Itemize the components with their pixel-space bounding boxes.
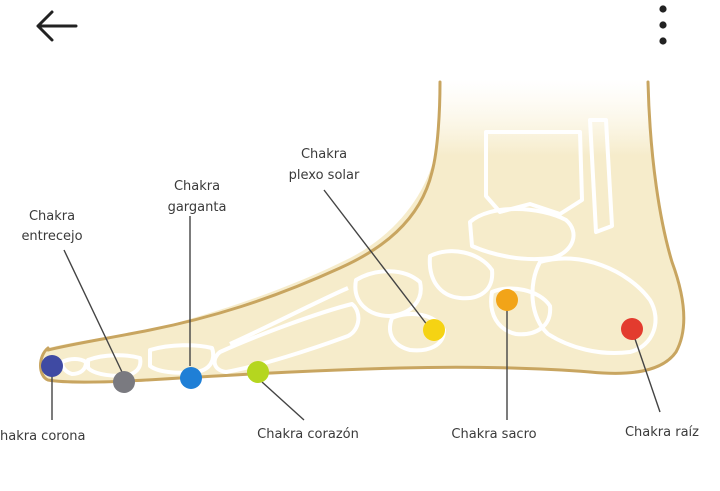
label-raiz: Chakra raíz [625, 425, 699, 440]
label-corazon: Chakra corazón [257, 427, 359, 442]
chakra-dot-raiz [621, 318, 643, 340]
chakra-dot-corona [41, 355, 63, 377]
label-plexo-line1: Chakra [301, 147, 347, 162]
label-garganta-line2: garganta [168, 200, 227, 215]
chakra-dot-sacro [496, 289, 518, 311]
foot-bones [60, 118, 658, 378]
chakra-dot-plexo [423, 319, 445, 341]
top-bar [0, 0, 720, 56]
more-options-button[interactable] [648, 2, 678, 48]
label-entrecejo-line2: entrecejo [21, 229, 82, 244]
foot-silhouette [39, 80, 686, 384]
label-entrecejo-line1: Chakra [29, 209, 75, 224]
leader-entrecejo [63, 249, 123, 373]
leader-corazon [261, 381, 305, 421]
leader-lines [51, 189, 661, 421]
chakra-dot-entrecejo [113, 371, 135, 393]
label-corona: hakra corona [0, 429, 86, 444]
chakra-labels: Chakra entrecejo Chakra garganta Chakra … [0, 147, 699, 444]
label-garganta-line1: Chakra [174, 179, 220, 194]
label-sacro: Chakra sacro [451, 427, 536, 442]
chakra-dot-corazon [247, 361, 269, 383]
leader-plexo [323, 189, 429, 327]
more-vertical-icon [659, 5, 667, 45]
back-button[interactable] [28, 6, 84, 46]
chakra-dot-garganta [180, 367, 202, 389]
arrow-left-icon [36, 10, 78, 42]
chakra-points [41, 289, 643, 393]
label-plexo-line2: plexo solar [289, 168, 360, 183]
leader-raiz [633, 335, 661, 413]
